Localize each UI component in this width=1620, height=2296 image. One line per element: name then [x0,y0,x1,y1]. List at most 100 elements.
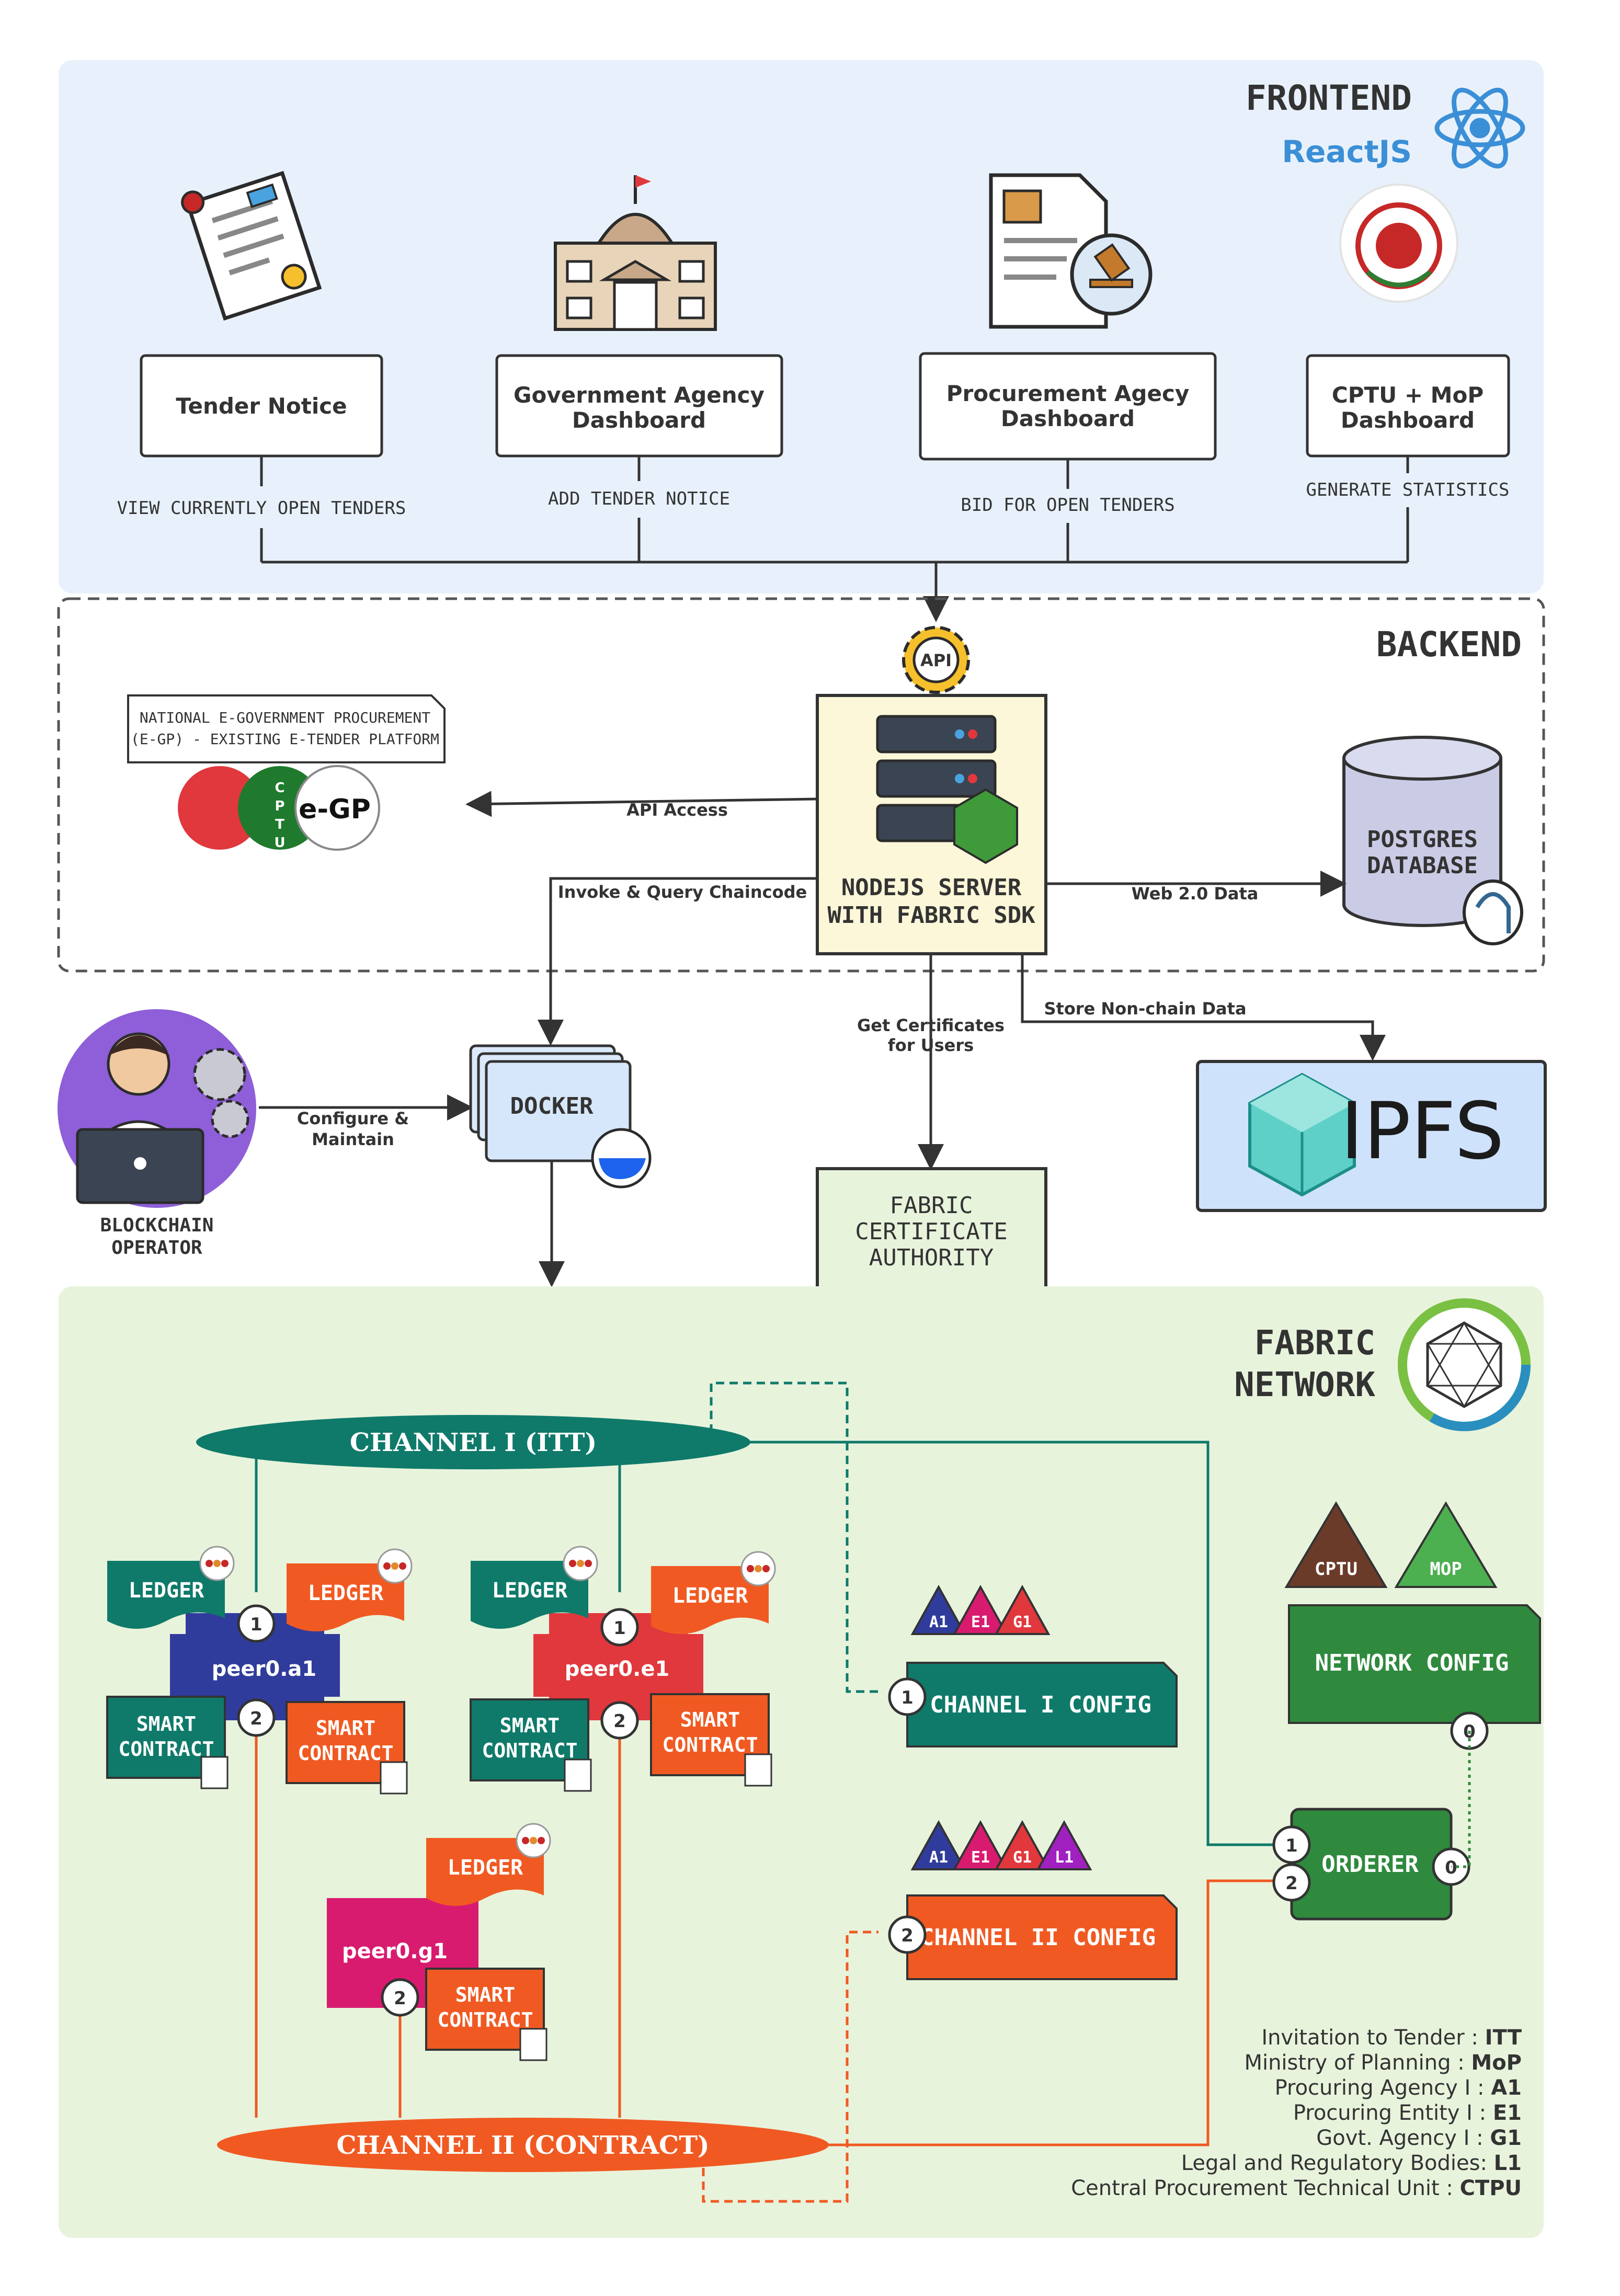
channel-1-orgs: A1 E1 G1 [910,1584,1051,1635]
ca-label: FABRIC [890,1192,973,1219]
dashboard-procurement-agency[interactable]: Procurement Agecy Dashboard [919,352,1217,461]
ca-label-line2: CERTIFICATE [855,1218,1007,1245]
channel-badge [888,1677,927,1716]
cptu-letter: P [275,798,284,814]
peer-g1[interactable]: peer0.g1 LEDGER SMART CONTRACT 2 [327,1823,551,2061]
legend-item: Ministry of Planning : MoP [1244,2051,1522,2075]
server-label: NODEJS SERVER [841,874,1022,901]
hyperledger-fabric-icon [1398,1298,1531,1431]
legend: Invitation to Tender : ITT Ministry of P… [1071,2026,1522,2200]
channel-2-label: CHANNEL II (CONTRACT) [336,2131,709,2160]
channel-badge-label: 1 [250,1614,263,1635]
procurement-auction-icon [989,173,1153,329]
smart-contract-label: SMART [136,1712,196,1735]
smart-contract-label-line2: CONTRACT [437,2008,533,2031]
government-seal-logo [1339,184,1458,303]
org-label: MOP [1430,1559,1462,1580]
channel-badge [237,1604,276,1643]
dashboard-tender-notice[interactable]: Tender Notice [140,354,383,458]
react-icon [1434,87,1525,169]
dashboard-label-line2: Dashboard [1341,407,1475,433]
contract-document-icon [564,1758,592,1792]
ledger-block: LEDGER [426,1823,551,1906]
cptu-letter: T [275,817,284,832]
smart-contract-block: SMART CONTRACT [106,1696,229,1789]
channel-badge [1272,1863,1311,1902]
fabric-certificate-authority[interactable]: FABRIC CERTIFICATE AUTHORITY [816,1167,1047,1286]
egp-title: NATIONAL E-GOVERNMENT PROCUREMENT [140,709,430,726]
fabric-title-line2: NETWORK [1234,1366,1375,1404]
dashboard-label-line2: Dashboard [1001,406,1135,431]
peer-a1[interactable]: peer0.a1 LEDGER LEDGER SMART CONTRACT SM… [106,1546,413,1795]
edge-label-store-nonchain: Store Non-chain Data [1044,999,1246,1019]
gear-icon [193,1048,246,1101]
channel-badge [1272,1825,1311,1864]
channel-badge [888,1915,927,1954]
ipfs-label: IPFS [1340,1086,1504,1177]
ledger-block: LEDGER [287,1548,413,1631]
database-label-line2: DATABASE [1367,852,1478,879]
channel-badge-label: 1 [1285,1835,1298,1856]
ledger-label: LEDGER [672,1584,748,1608]
smart-contract-block: SMART CONTRACT [650,1693,772,1787]
channel-badge-label: 2 [250,1708,263,1729]
smart-contract-label: SMART [316,1717,375,1740]
legend-item: Invitation to Tender : ITT [1261,2026,1522,2050]
dashboard-label: Tender Notice [176,393,347,419]
action-label: BID FOR OPEN TENDERS [961,495,1174,516]
postgres-elephant-icon [1463,879,1523,945]
legend-item: Procuring Entity I : E1 [1293,2101,1522,2125]
ledger-label: LEDGER [492,1579,568,1603]
orderer-node[interactable]: ORDERER [1290,1808,1453,1921]
peer-e1[interactable]: peer0.e1 LEDGER LEDGER SMART CONTRACT SM… [470,1546,776,1792]
nodejs-icon [953,788,1018,864]
legend-item: Govt. Agency I : G1 [1316,2126,1522,2150]
edge-label-configure: Configure & [297,1109,409,1128]
backend-title: BACKEND [1376,624,1522,665]
contract-document-icon [200,1756,229,1789]
channel-badge-label: 2 [613,1711,626,1732]
ledger-block: LEDGER [471,1546,598,1629]
org-label: E1 [971,1848,990,1867]
smart-contract-label: SMART [500,1714,560,1737]
contract-document-icon [380,1761,408,1795]
legend-item: Central Procurement Technical Unit : CTP… [1071,2176,1522,2200]
smart-contract-block: SMART CONTRACT [470,1698,592,1792]
operator-label-line2: OPERATOR [111,1237,202,1259]
smart-contract-label-line2: CONTRACT [482,1739,577,1762]
org-label: G1 [1013,1613,1032,1631]
action-label: VIEW CURRENTLY OPEN TENDERS [117,498,406,519]
channel-2-contract[interactable]: CHANNEL II (CONTRACT) [217,2118,829,2172]
egp-platform[interactable]: NATIONAL E-GOVERNMENT PROCUREMENT (E-GP)… [127,694,446,851]
channel-badge-label: 2 [901,1925,914,1946]
dashboard-government-agency[interactable]: Government Agency Dashboard [495,354,783,458]
channel-badge [237,1698,276,1737]
edge-label-for-users: for Users [888,1035,974,1055]
dashboard-label: Government Agency [514,382,765,408]
nodejs-server[interactable]: NODEJS SERVER WITH FABRIC SDK [816,694,1047,955]
action-label: GENERATE STATISTICS [1306,479,1510,500]
ipfs-node[interactable]: IPFS [1196,1060,1547,1212]
ca-label-line3: AUTHORITY [869,1244,994,1271]
org-label: G1 [1013,1848,1032,1867]
egp-logo [294,765,380,851]
contract-document-icon [744,1753,772,1787]
docker-node[interactable]: DOCKER [469,1044,652,1189]
peer-label: peer0.g1 [342,1939,448,1963]
postgres-database[interactable]: POSTGRES DATABASE [1342,736,1523,945]
backend-connectors [259,791,1386,1287]
edge-label-web-data: Web 2.0 Data [1132,884,1259,904]
channel-2-config[interactable]: CHANNEL II CONFIG [906,1894,1178,1980]
cptu-letter: C [275,780,284,796]
dashboard-label: CPTU + MoP [1332,382,1484,408]
org-label: E1 [971,1613,990,1631]
dashboard-cptu-mop[interactable]: CPTU + MoP Dashboard [1306,354,1510,458]
network-config[interactable]: NETWORK CONFIG [1288,1604,1541,1724]
channel-1-config[interactable]: CHANNEL I CONFIG [906,1662,1178,1747]
channel-1-itt[interactable]: CHANNEL I (ITT) [196,1415,750,1469]
org-label: L1 [1055,1848,1074,1867]
blockchain-operator: BLOCKCHAIN OPERATOR [58,1009,256,1259]
ledger-label: LEDGER [308,1581,384,1605]
edge-label-api-access: API Access [626,800,728,820]
network-orgs: CPTU MOP [1284,1501,1498,1588]
